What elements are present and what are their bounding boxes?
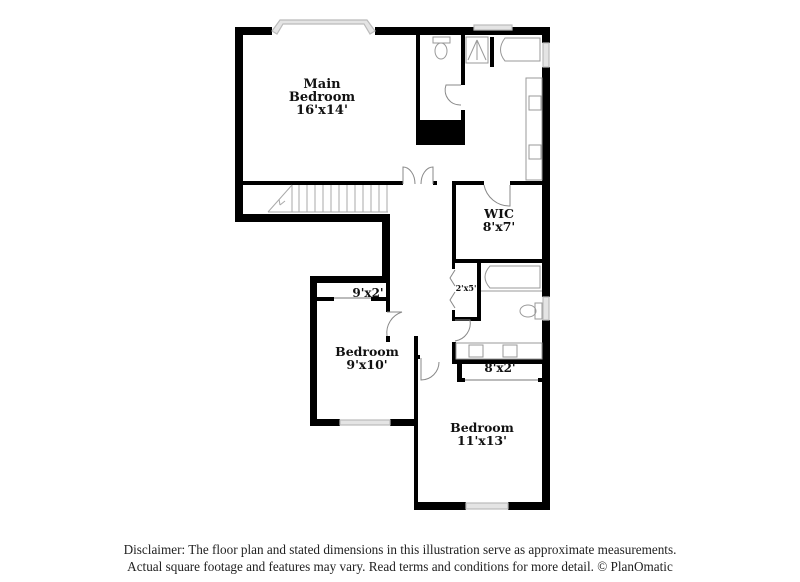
bay-window: [271, 19, 376, 35]
bathtub-icon: [484, 265, 541, 289]
door-swing-wc: [444, 84, 462, 106]
window-toilet-right: [542, 296, 550, 321]
bedroom2-dimensions: 9'x10': [346, 357, 387, 372]
toilet-bowl-icon: [519, 304, 537, 318]
main-bedroom-label: Main: [303, 77, 341, 92]
door-swing-wic: [483, 184, 511, 207]
sink-icon: [528, 95, 542, 111]
vanity-counter: [455, 342, 543, 360]
main-bedroom-dimensions: 16'x14': [296, 103, 348, 118]
window-bath-top: [473, 24, 513, 31]
fixtures: [267, 36, 543, 381]
toilet-tank-icon: [432, 36, 451, 44]
shower-icon: [465, 36, 489, 64]
sink-icon: [528, 144, 542, 160]
bathtub-icon: [500, 37, 541, 62]
sink-icon: [502, 344, 518, 358]
closet-left-dimensions: 9'x2': [352, 286, 383, 300]
bifold-door-linen: [449, 269, 456, 309]
toilet-bowl-icon: [434, 42, 448, 60]
disclaimer: Disclaimer: The floor plan and stated di…: [0, 541, 800, 575]
window-bedroom2: [339, 419, 391, 426]
windows: [271, 19, 550, 510]
room-labels: Main Bedroom 16'x14' WIC 8'x7' 2'x5' 9'x…: [289, 77, 516, 448]
toilet-tank-icon: [534, 302, 543, 320]
vanity-counter: [525, 77, 543, 181]
bedroom3-label: Bedroom: [450, 420, 514, 435]
stairs: [267, 184, 388, 213]
window-bedroom3: [465, 502, 509, 510]
door-swing-bath: [454, 319, 471, 342]
disclaimer-line-1: Disclaimer: The floor plan and stated di…: [123, 542, 677, 557]
bedroom3-dimensions: 11'x13': [457, 433, 507, 448]
disclaimer-line-2: Actual square footage and features may v…: [127, 559, 673, 574]
floor-plan: Main Bedroom 16'x14' WIC 8'x7' 2'x5' 9'x…: [235, 19, 550, 510]
bedroom2-label: Bedroom: [335, 344, 399, 359]
double-door-main: [402, 166, 434, 185]
closet-right-dimensions: 8'x2': [484, 361, 515, 375]
door-swing-bedroom3: [420, 358, 440, 381]
doors: [386, 84, 511, 381]
wic-dimensions: 8'x7': [483, 219, 516, 234]
door-swing-bedroom2: [386, 311, 403, 337]
main-bedroom-label-line2: Bedroom: [289, 90, 356, 105]
walls: [235, 27, 550, 510]
window-bath-right: [542, 42, 550, 68]
sink-icon: [468, 344, 484, 358]
wic-label: WIC: [483, 206, 514, 221]
linen-closet-dimensions: 2'x5': [456, 283, 477, 293]
